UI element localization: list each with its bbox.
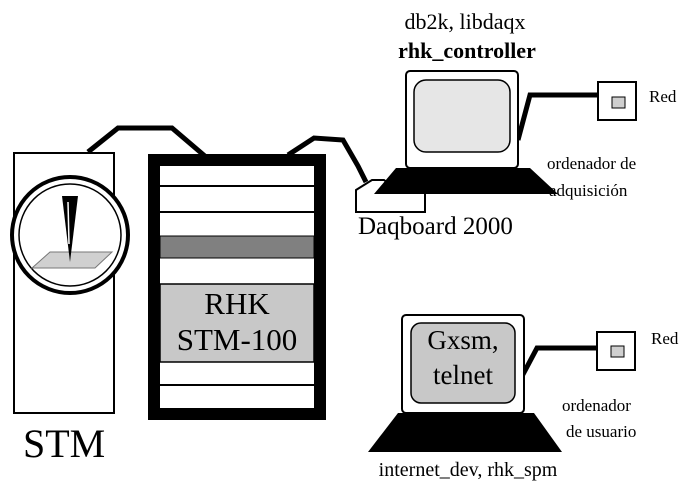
- cable-user-computer-to-network: [517, 345, 604, 382]
- user-monitor-screen: [410, 322, 516, 404]
- user-computer-label-line2: de usuario: [566, 422, 637, 441]
- network-socket-bottom: [596, 331, 636, 371]
- rack-bottom-bar: [148, 408, 326, 420]
- network-label-bottom: Red: [651, 329, 679, 348]
- user-keyboard-base: [368, 413, 562, 452]
- acq-software-line1: db2k, libdaqx: [404, 9, 526, 34]
- rack-right-rail: [314, 154, 326, 420]
- cable-rack-to-daqboard: [286, 135, 369, 184]
- acq-keyboard-base: [374, 168, 558, 194]
- stm-label: STM: [23, 421, 106, 466]
- daqboard-label: Daqboard 2000: [358, 213, 513, 240]
- user-screen-line2: telnet: [433, 360, 493, 390]
- acq-computer-label-line2: adquisición: [549, 181, 628, 200]
- network-port-top: [611, 96, 626, 109]
- user-software-label: internet_dev, rhk_spm: [378, 459, 558, 481]
- stm-sample-plate: [30, 251, 114, 269]
- user-screen-line1: Gxsm,: [427, 325, 499, 355]
- acq-computer-label-line1: ordenador de: [547, 154, 637, 173]
- rack-label-line1: RHK: [204, 286, 270, 321]
- acq-software-line2: rhk_controller: [398, 38, 536, 63]
- rack-label-line2: STM-100: [176, 322, 298, 357]
- rack-controller-module: [159, 283, 315, 363]
- rack-gray-module: [159, 235, 315, 259]
- network-label-top: Red: [649, 87, 677, 106]
- stm-tip: [62, 196, 78, 262]
- user-computer-label-line1: ordenador: [562, 396, 631, 415]
- rack-top-bar: [148, 154, 326, 166]
- network-port-bottom: [610, 345, 625, 358]
- cable-stm-to-rack: [86, 125, 208, 159]
- cable-acq-computer-to-network: [515, 92, 608, 141]
- rack-left-rail: [148, 154, 160, 420]
- acq-monitor-screen: [413, 79, 511, 153]
- stm-tip-highlight: [67, 201, 70, 245]
